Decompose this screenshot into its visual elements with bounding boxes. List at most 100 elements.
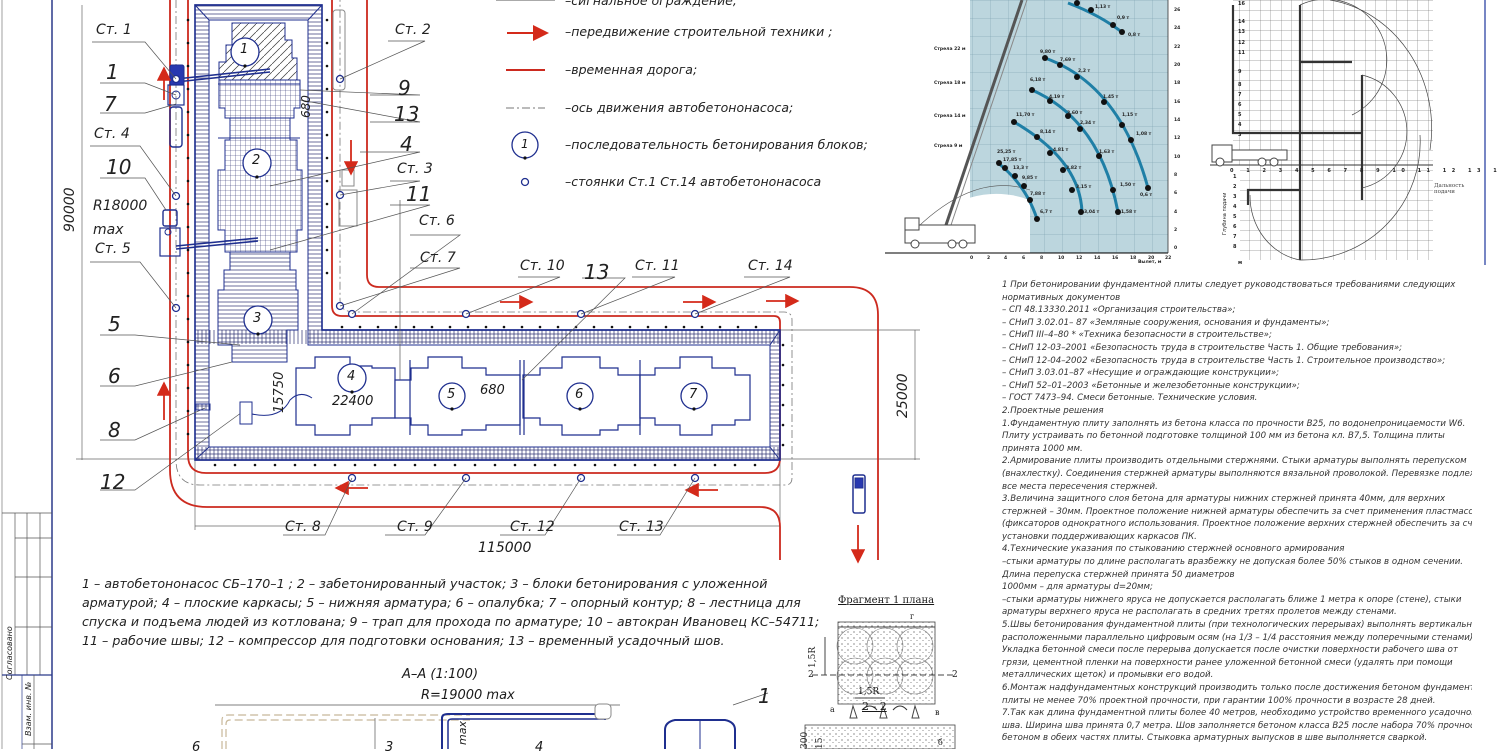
point-label: 11,70 т xyxy=(1016,113,1035,118)
point-label: 0,9 т xyxy=(1117,16,1130,21)
point-label: 2,34 т xyxy=(1080,121,1096,126)
note-line: (фиксаторов однократного использования. … xyxy=(1002,519,1472,530)
pump-booms xyxy=(175,68,271,250)
x-tick: 12 xyxy=(1442,168,1461,174)
point-label: 8,14 т xyxy=(1040,130,1056,135)
note-line: (внахлестку). Соединения стержней армату… xyxy=(1002,468,1472,479)
y-tick: 2 xyxy=(1174,228,1178,233)
fragment-mark-g: г xyxy=(910,612,915,621)
y-tick-down: 6 xyxy=(1233,224,1237,230)
y-tick-down: 5 xyxy=(1233,214,1237,220)
block-number-4: 4 xyxy=(347,369,356,384)
section-label-6: 6 xyxy=(192,740,201,755)
note-line: – СНиП 52–01–2003 «Бетонные и железобето… xyxy=(1002,380,1300,391)
point-label: 25,25 т xyxy=(997,150,1016,155)
y-tick: 16 xyxy=(1174,100,1181,105)
note-line: принята 1000 мм. xyxy=(1002,443,1083,454)
legend-symbols xyxy=(496,0,555,187)
y-tick-down: 3 xyxy=(1233,194,1237,200)
y-tick: 14 xyxy=(1238,19,1245,25)
note-line: расположенными параллельно цифровым осям… xyxy=(1002,632,1472,643)
dim-crane-radius: R18000 xyxy=(93,198,148,214)
y-tick: 26 xyxy=(1174,8,1181,13)
note-line: – СНиП 3.03.01–87 «Несущие и ограждающие… xyxy=(1002,368,1280,379)
note-line: 1 При бетонировании фундаментной плиты с… xyxy=(1002,280,1456,290)
note-line: плиты не менее 70% проектной прочности, … xyxy=(1002,695,1436,706)
x-tick: 22 xyxy=(1165,256,1172,261)
fragment-mark-b: б xyxy=(938,738,943,747)
callout-7: 7 xyxy=(104,92,117,116)
x-tick: 14 xyxy=(1493,168,1498,174)
y-tick-down: 4 xyxy=(1233,204,1237,210)
y-tick-down: 1 xyxy=(1233,174,1237,180)
note-line: 1.Фундаментную плиту заполнять из бетона… xyxy=(1002,418,1466,429)
label-station-12: Ст. 12 xyxy=(510,519,555,535)
x-tick: 14 xyxy=(1094,256,1101,261)
note-line: – СНиП 12-03–2001 «Безопасность труда в … xyxy=(1002,342,1403,353)
x-tick: 18 xyxy=(1130,256,1137,261)
label-station-14: Ст. 14 xyxy=(748,258,793,274)
x-tick: 13 xyxy=(1468,168,1486,174)
leader-lines xyxy=(90,40,791,536)
callout-5: 5 xyxy=(108,312,121,336)
callout-13-wing: 13 xyxy=(584,260,610,284)
point-label: 4,19 т xyxy=(1049,95,1065,100)
block-number-1: 1 xyxy=(240,42,249,57)
point-label: 9,80 т xyxy=(1040,50,1056,55)
y-tick: 20 xyxy=(1174,63,1181,68)
x-tick: 0 xyxy=(1230,168,1239,174)
caption-line: 1 – автобетононасос СБ–170–1 ; 2 – забет… xyxy=(82,576,768,591)
y-tick: 16 xyxy=(1238,1,1245,7)
block-number-3: 3 xyxy=(253,311,262,326)
note-line: – СНиП 3.02.01– 87 «Земляные сооружения,… xyxy=(1002,317,1330,328)
y-tick: 10 xyxy=(1174,155,1181,160)
fragment-dim-300: 300 xyxy=(800,731,810,749)
note-line: все места пересечения стержней. xyxy=(1002,481,1158,492)
note-line: 7.Так как длина фундаментной плиты более… xyxy=(1002,708,1472,719)
x-tick: 2 xyxy=(1262,168,1272,174)
note-line: Плиту устраивать по бетонной подготовке … xyxy=(1002,431,1445,442)
callout-10: 10 xyxy=(106,155,132,179)
x-tick-row: 0 1 2 3 4 5 6 7 8 9 10 11 12 13 14 15 16… xyxy=(1230,168,1498,174)
note-line: 3.Величина защитного слоя бетона для арм… xyxy=(1002,494,1446,505)
point-label: 7,69 т xyxy=(1060,58,1076,63)
x-tick: 0 xyxy=(970,256,974,261)
note-line: бетоном в обеих частях плиты. Стыковка а… xyxy=(1002,733,1428,744)
note-line: грязи, цементной пленки на поверхности р… xyxy=(1002,657,1453,668)
x-tick: 10 xyxy=(1392,168,1411,174)
point-label: 6,18 т xyxy=(1030,78,1046,83)
general-notes: 1 При бетонировании фундаментной плиты с… xyxy=(1002,279,1472,745)
y-tick-down: 8 xyxy=(1233,244,1237,250)
y-tick: 9 xyxy=(1238,69,1242,75)
note-line: нормативных документов xyxy=(1002,292,1121,303)
dim-joint-width-wing: 680 xyxy=(480,383,505,398)
fragment-dim-15: 15 xyxy=(815,737,825,749)
x-tick: 2 xyxy=(987,256,991,261)
label-station-2: Ст. 2 xyxy=(395,22,431,38)
x-tick: 16 xyxy=(1112,256,1119,261)
note-line: 6.Монтаж надфундаментных конструкций про… xyxy=(1002,683,1472,693)
note-line: установки поддерживающих каркасов ПК. xyxy=(1002,531,1197,542)
point-label: 3,60 т xyxy=(1067,111,1083,116)
label-station-1: Ст. 1 xyxy=(96,22,132,38)
point-label: 3,82 т xyxy=(1066,166,1082,171)
compressor xyxy=(239,401,253,425)
point-label: 1,13 т xyxy=(1095,5,1111,10)
x-tick: 6 xyxy=(1022,256,1026,261)
callout-1: 1 xyxy=(106,60,119,84)
y-tick-down: 7 xyxy=(1233,234,1237,240)
pump-axis-line xyxy=(175,0,793,486)
note-line: –стыки арматуры нижнего яруса не допуска… xyxy=(1002,594,1462,605)
point-label: 0,8 т xyxy=(1128,33,1141,38)
y-tick: 0 xyxy=(1174,246,1178,251)
point-label: 1,08 т xyxy=(1136,132,1152,137)
block-number-5: 5 xyxy=(447,387,456,402)
point-label: 0,6 т xyxy=(1140,193,1153,198)
x-tick: 11 xyxy=(1417,168,1436,174)
note-line: 5.Швы бетонирования фундаментной плиты (… xyxy=(1002,620,1472,631)
fragment-dim-horizontal: 1,5R xyxy=(858,687,880,697)
legend-item-machinery-movement: –передвижение строительной техники ; xyxy=(565,24,833,39)
note-line: – СНиП 12-04–2002 «Безопасность труда в … xyxy=(1002,355,1446,366)
x-tick: 5 xyxy=(1311,168,1321,174)
